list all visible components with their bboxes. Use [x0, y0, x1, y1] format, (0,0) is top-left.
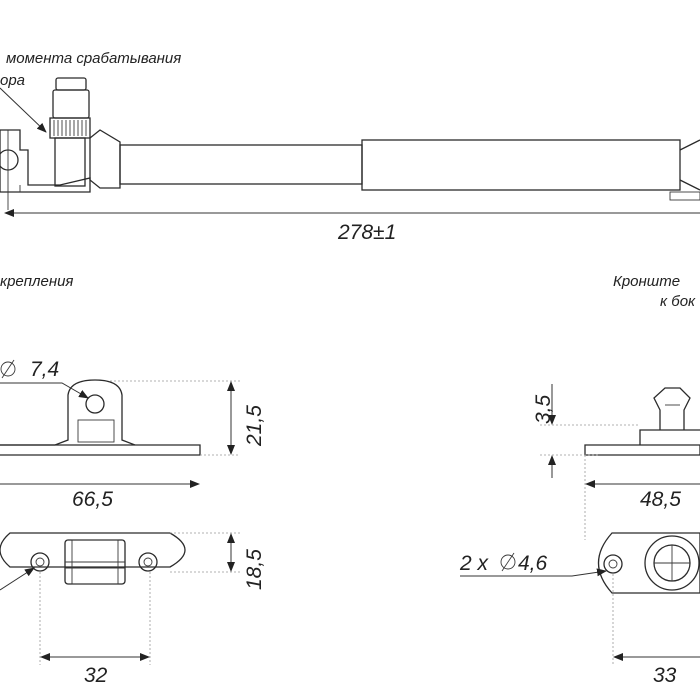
left-pivot-circle	[0, 149, 19, 171]
diameter-symbol-icon-2	[500, 554, 516, 570]
left-bracket-top	[0, 532, 186, 585]
right-hole-diam-label: 4,6	[518, 552, 548, 575]
left-height-label: 21,5	[243, 405, 266, 447]
cylinder	[361, 139, 681, 191]
adjust-note-line1: момента срабатывания	[6, 50, 181, 67]
gas-spring-side-view	[0, 77, 700, 210]
left-hole-label: 7,4	[30, 358, 59, 381]
total-length-label: 278±1	[337, 221, 396, 244]
left-width-label: 66,5	[72, 488, 113, 511]
diameter-symbol-icon	[0, 361, 16, 377]
left-spacing-label: 32	[84, 664, 108, 687]
right-pin-height-label: 3,5	[532, 394, 555, 424]
right-spacing-label: 33	[653, 664, 677, 687]
left-bracket-side	[0, 379, 201, 456]
right-holes-count: 2 x	[459, 552, 490, 575]
adjust-note-line2: ора	[0, 72, 25, 89]
left-bracket-hole	[85, 394, 105, 414]
adjust-leader	[0, 87, 47, 133]
mount-right-caption-line1: Кронште	[613, 273, 680, 290]
right-bracket-top	[598, 532, 700, 594]
right-width-label: 48,5	[640, 488, 681, 511]
right-bracket-side	[584, 387, 700, 456]
mount-right-caption-line2: к бок	[660, 293, 696, 310]
mount-left-caption: крепления	[0, 273, 73, 290]
piston-rod	[119, 144, 363, 185]
left-plate-height-label: 18,5	[243, 549, 266, 590]
